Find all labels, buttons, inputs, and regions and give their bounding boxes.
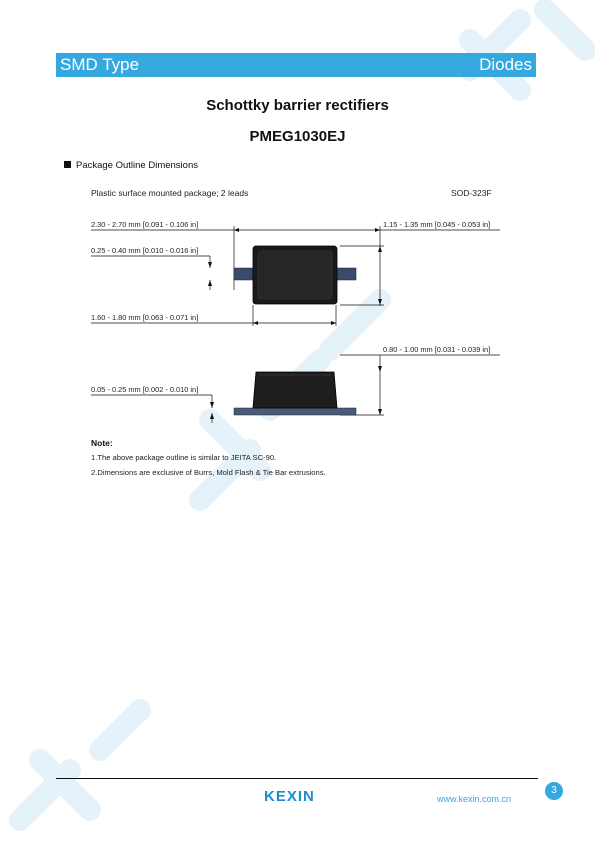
header-bar: SMD Type Diodes <box>56 53 536 77</box>
header-category: SMD Type <box>60 55 140 74</box>
page-title: Schottky barrier rectifiers <box>206 97 389 114</box>
package-top-body <box>233 245 357 305</box>
section-heading: Package Outline Dimensions <box>64 160 198 171</box>
note-title: Note: <box>91 438 113 448</box>
dim-label-d4: 1.15 - 1.35 mm [0.045 - 0.053 in] <box>383 220 491 229</box>
dim-label-d3: 1.60 - 1.80 mm [0.063 - 0.071 in] <box>91 313 199 322</box>
note-line-1: 1.The above package outline is similar t… <box>91 453 277 462</box>
package-side-body <box>233 371 357 416</box>
page-number: 3 <box>545 782 563 800</box>
note-line-2: 2.Dimensions are exclusive of Burrs, Mol… <box>91 468 326 477</box>
black-square-bullet-icon <box>64 161 71 168</box>
footer-url[interactable]: www.kexin.com.cn <box>437 794 512 804</box>
package-code: SOD-323F <box>451 188 492 198</box>
header-type: Diodes <box>479 55 532 74</box>
section-label: Package Outline Dimensions <box>76 160 198 171</box>
dim-label-d6: 0.05 - 0.25 mm [0.002 - 0.010 in] <box>91 385 199 394</box>
part-number: PMEG1030EJ <box>249 128 346 145</box>
dim-label-d1: 2.30 - 2.70 mm [0.091 - 0.106 in] <box>91 220 199 229</box>
kexin-logo-icon: KEXIN <box>264 788 315 805</box>
side-view <box>91 354 500 423</box>
footer-divider <box>56 778 538 780</box>
package-description: Plastic surface mounted package; 2 leads <box>91 188 249 198</box>
dim-label-d2: 0.25 - 0.40 mm [0.010 - 0.016 in] <box>91 246 199 255</box>
dim-label-d5: 0.80 - 1.00 mm [0.031 - 0.039 in] <box>383 345 491 354</box>
